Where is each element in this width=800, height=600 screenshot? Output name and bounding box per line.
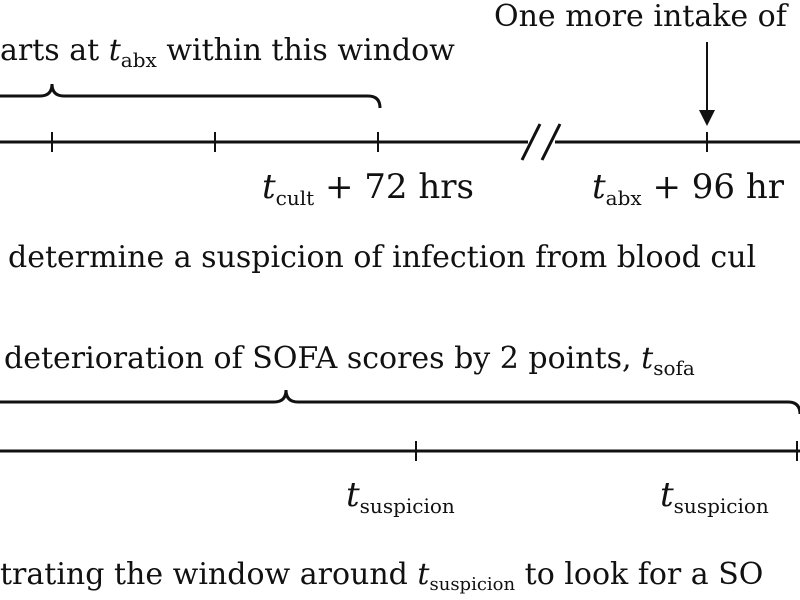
tick-label-tcult-72: tcult + 72 hrs — [262, 167, 474, 210]
timeline-a-break-mark-1 — [520, 123, 542, 161]
tick-label-tsuspicion-2: tsuspicion — [660, 475, 769, 518]
timeline-a — [0, 123, 800, 161]
timeline-a-brace — [0, 83, 382, 109]
timeline-a-break-mark-2 — [540, 123, 562, 161]
timeline-a-ticks — [51, 132, 708, 152]
timeline-b-ticks — [415, 441, 798, 461]
down-arrow-icon — [699, 42, 715, 126]
brace-b-label: deterioration of SOFA scores by 2 points… — [4, 341, 695, 380]
tick-label-tsuspicion-1: tsuspicion — [346, 475, 455, 518]
tick-label-tabx-96: tabx + 96 hr — [592, 167, 785, 210]
caption-b: trating the window around tsuspicion to … — [0, 557, 764, 595]
timeline-b-brace — [0, 389, 800, 415]
top-annotation: One more intake of — [494, 0, 787, 34]
caption-a: determine a suspicion of infection from … — [8, 240, 757, 275]
brace-a-label: arts at tabx within this window — [0, 33, 455, 72]
